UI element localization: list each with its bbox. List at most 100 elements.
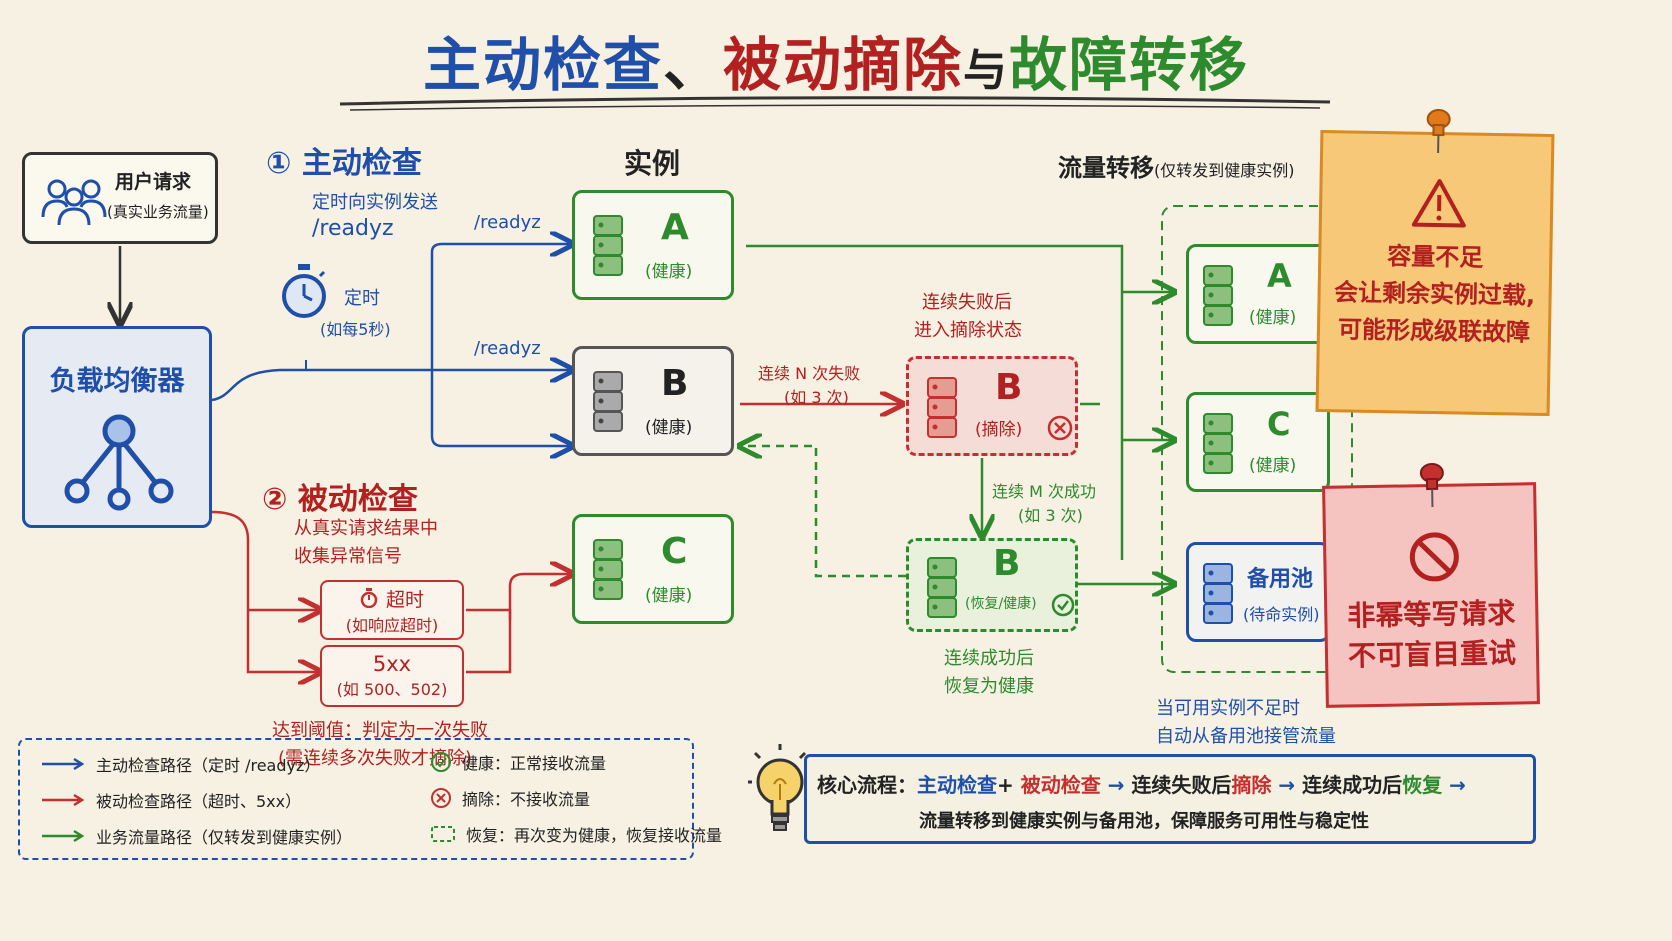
load-balancer-title: 负载均衡器 — [49, 366, 185, 397]
red-arrow-icon — [42, 793, 85, 807]
network-hub-icon — [64, 414, 174, 511]
page-title: 主动检查、被动摘除与故障转移 — [422, 31, 1250, 99]
standby-note-1: 当可用实例不足时 — [1156, 698, 1300, 719]
timeout-title: 超时 — [385, 588, 424, 611]
legend-item-passive: 被动检查路径（超时、5xx） — [40, 788, 301, 812]
instance-state: (健康) — [645, 418, 693, 438]
x-circle-icon — [431, 788, 451, 808]
standby-pool-title: 备用池 — [1247, 567, 1314, 592]
instance-b-removed: B (摘除) — [906, 356, 1078, 456]
threshold-note: (需连续多次失败才摘除) — [278, 748, 473, 769]
retry-note-line2: 不可盲目重试 — [1347, 636, 1517, 673]
server-icon — [593, 215, 623, 276]
instance-letter: B — [661, 363, 689, 404]
prohibited-icon — [1409, 532, 1459, 582]
pushpin-icon — [1419, 462, 1444, 507]
core-flow-summary: 核心流程：主动检查+ 被动检查 → 连续失败后摘除 → 连续成功后恢复 → — [817, 773, 1466, 797]
legend-item-healthy: 健康：正常接收流量 — [430, 750, 606, 774]
retry-note-line1: 非幂等写请求 — [1347, 596, 1516, 633]
traffic-transfer-header: 流量转移(仅转发到健康实例) — [1058, 154, 1295, 182]
instance-a-healthy: A (健康) — [572, 190, 734, 300]
blue-arrow-icon — [42, 757, 85, 771]
error-5xx-subtitle: (如 500、502) — [336, 680, 448, 699]
check-circle-icon — [431, 752, 451, 772]
dashed-box-icon — [431, 826, 455, 842]
passive-check-desc2: 收集异常信号 — [294, 546, 402, 567]
removed-note-2: 进入摘除状态 — [914, 320, 1022, 341]
error-5xx-signal-box: 5xx (如 500、502) — [320, 645, 464, 707]
passive-check-title: ② 被动检查 — [262, 482, 418, 517]
x-circle-icon — [1047, 415, 1073, 441]
capacity-warning-note: 容量不足 会让剩余实例过载, 可能形成级联故障 — [1315, 109, 1555, 417]
instance-letter: C — [661, 531, 688, 572]
load-balancer-box: 负载均衡器 — [22, 326, 212, 528]
pushpin-icon — [1426, 109, 1451, 154]
legend-item-removed: 摘除：不接收流量 — [430, 786, 590, 810]
instance-letter: A — [661, 207, 689, 248]
timer-icon — [360, 588, 378, 608]
core-flow-box: 核心流程：主动检查+ 被动检查 → 连续失败后摘除 → 连续成功后恢复 → 流量… — [804, 754, 1536, 844]
legend-item-traffic: 业务流量路径（仅转发到健康实例） — [40, 824, 352, 848]
stopwatch-icon — [282, 264, 326, 318]
timer-interval: (如每5秒) — [320, 320, 391, 339]
instance-letter: B — [993, 543, 1021, 584]
active-check-endpoint: /readyz — [312, 216, 394, 241]
server-icon — [927, 377, 957, 438]
instance-b-recovered: B (恢复/健康) — [906, 538, 1078, 632]
error-5xx-title: 5xx — [372, 652, 412, 676]
user-request-box: 用户请求 (真实业务流量) — [22, 152, 218, 244]
transfer-instance-c: C (健康) — [1186, 392, 1330, 492]
success-transition-label: 连续 M 次成功 — [992, 482, 1096, 501]
passive-check-desc1: 从真实请求结果中 — [294, 518, 438, 539]
standby-note-2: 自动从备用池接管流量 — [1156, 726, 1336, 747]
green-arrow-icon — [42, 829, 85, 843]
recovered-note-1: 连续成功后 — [944, 648, 1034, 669]
timeout-signal-box: 超时 (如响应超时) — [320, 580, 464, 640]
active-check-desc: 定时向实例发送 — [312, 192, 438, 213]
threshold-rule: 达到阈值：判定为一次失败 — [272, 720, 488, 741]
server-icon — [593, 539, 623, 600]
standby-pool-state: (待命实例) — [1243, 605, 1320, 624]
instance-letter: B — [995, 367, 1023, 408]
standby-pool: 备用池 (待命实例) — [1186, 542, 1330, 642]
instance-state: (健康) — [1249, 456, 1297, 476]
retry-warning-note: 非幂等写请求 不可盲目重试 — [1322, 462, 1540, 708]
core-flow-conclusion: 流量转移到健康实例与备用池，保障服务可用性与稳定性 — [919, 811, 1369, 832]
capacity-note-line1: 容量不足 — [1387, 242, 1484, 272]
legend-item-active: 主动检查路径（定时 /readyz） — [40, 752, 320, 776]
legend-item-recover: 恢复：再次变为健康，恢复接收流量 — [430, 822, 722, 846]
instance-state: (健康) — [645, 262, 693, 282]
instances-header: 实例 — [624, 147, 681, 180]
success-transition-count: (如 3 次) — [1018, 506, 1083, 525]
server-icon — [1203, 265, 1233, 326]
users-icon — [41, 179, 107, 226]
user-subtitle: (真实业务流量) — [107, 203, 209, 221]
instance-state: (健康) — [645, 586, 693, 606]
legend: 主动检查路径（定时 /readyz） 被动检查路径（超时、5xx） 业务流量路径… — [18, 738, 722, 860]
active-check-title: ① 主动检查 — [266, 146, 422, 181]
recovered-note-2: 恢复为健康 — [944, 676, 1034, 697]
instance-state: (摘除) — [975, 420, 1023, 440]
check-circle-icon — [1051, 593, 1075, 617]
transfer-instance-a: A (健康) — [1186, 244, 1330, 344]
instance-state: (健康) — [1249, 308, 1297, 328]
warning-icon — [1411, 179, 1466, 228]
server-icon — [593, 371, 623, 432]
fail-transition-count: (如 3 次) — [784, 388, 849, 407]
fail-transition-label: 连续 N 次失败 — [758, 364, 861, 383]
capacity-note-line3: 可能形成级联故障 — [1337, 315, 1531, 347]
lightbulb-icon — [748, 744, 812, 831]
server-icon — [1203, 413, 1233, 474]
timer-label: 定时 — [344, 288, 380, 309]
user-title: 用户请求 — [115, 171, 192, 193]
server-icon — [1203, 563, 1233, 624]
readyz-path-label-b: /readyz — [474, 338, 541, 359]
instance-letter: C — [1267, 405, 1291, 443]
instance-letter: A — [1267, 257, 1292, 295]
readyz-path-label-a: /readyz — [474, 212, 541, 233]
capacity-note-line2: 会让剩余实例过载, — [1333, 278, 1536, 310]
removed-note-1: 连续失败后 — [922, 292, 1012, 313]
server-icon — [927, 557, 957, 618]
timeout-subtitle: (如响应超时) — [345, 615, 439, 635]
instance-state: (恢复/健康) — [965, 596, 1037, 612]
